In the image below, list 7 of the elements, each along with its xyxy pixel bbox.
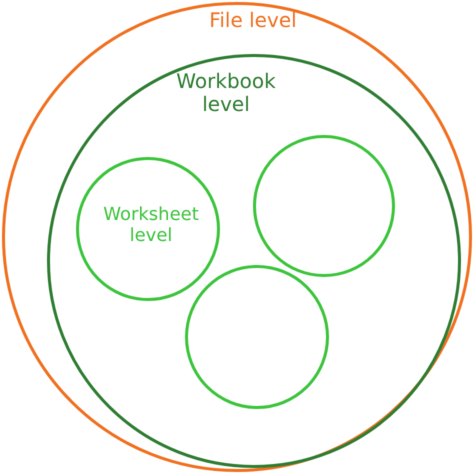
level-circle: [76, 157, 220, 301]
level-label: Worksheet level: [102, 205, 200, 246]
level-label: Workbook level: [175, 70, 277, 116]
level-circle: [47, 54, 461, 468]
empty-circle: [253, 135, 395, 277]
level-label: File level: [208, 9, 298, 32]
empty-circle: [185, 265, 329, 409]
